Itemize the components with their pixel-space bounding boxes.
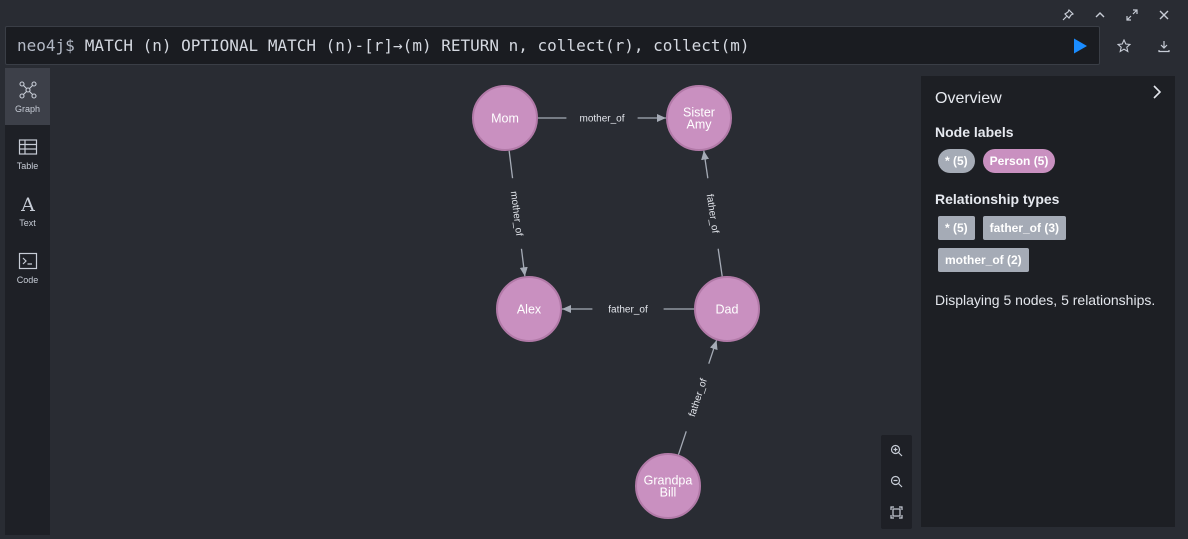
tab-code[interactable]: Code	[5, 239, 50, 296]
node-circle[interactable]	[694, 276, 760, 342]
relationship-types-list: * (5) father_of (3) mother_of (2)	[935, 216, 1161, 272]
tab-text-label: Text	[19, 217, 36, 228]
tab-table-label: Table	[16, 160, 39, 171]
relationship-line[interactable]	[677, 431, 687, 455]
zoom-in-icon[interactable]	[881, 435, 912, 466]
node-caption: Mom	[491, 112, 519, 126]
graph-icon	[18, 80, 37, 99]
relationship-label: mother_of	[579, 114, 624, 125]
query-editor[interactable]: neo4j$ MATCH (n) OPTIONAL MATCH (n)-[r]→…	[5, 26, 1100, 65]
overview-panel: Overview Node labels * (5) Person (5) Re…	[921, 76, 1175, 527]
result-view-tabs: Graph Table A Text Code	[5, 68, 50, 535]
node-label-chip-all[interactable]: * (5)	[938, 149, 975, 173]
fit-to-screen-icon[interactable]	[881, 497, 912, 528]
text-icon: A	[20, 194, 35, 214]
tab-graph[interactable]: Graph	[5, 68, 50, 125]
run-query-icon[interactable]	[1071, 37, 1089, 55]
tab-code-label: Code	[16, 274, 39, 285]
node-caption: Dad	[716, 303, 739, 317]
chevron-up-icon[interactable]	[1084, 6, 1116, 24]
result-summary: Displaying 5 nodes, 5 relationships.	[935, 292, 1156, 308]
relationship-father-of[interactable]: father_of	[562, 305, 694, 316]
window-controls	[1052, 6, 1180, 24]
relationship-arrow[interactable]	[519, 248, 528, 277]
query-text[interactable]: MATCH (n) OPTIONAL MATCH (n)-[r]→(m) RET…	[84, 36, 750, 55]
node-caption: Amy	[687, 118, 713, 132]
relationship-father-of[interactable]: father_of	[677, 340, 718, 455]
editor-actions	[1104, 30, 1184, 62]
favorite-star-icon[interactable]	[1104, 30, 1144, 62]
relationship-types-heading: Relationship types	[935, 191, 1060, 207]
relationship-label: father_of	[608, 305, 648, 316]
node-circle[interactable]	[666, 85, 732, 151]
node-dad[interactable]: Dad	[694, 276, 760, 342]
relationship-label: mother_of	[508, 191, 525, 237]
relationship-father-of[interactable]: father_of	[701, 150, 723, 277]
download-icon[interactable]	[1144, 30, 1184, 62]
node-circle[interactable]	[496, 276, 562, 342]
relationship-label: father_of	[704, 193, 721, 234]
node-labels-list: * (5) Person (5)	[935, 149, 1161, 173]
relationship-line[interactable]	[508, 150, 514, 179]
svg-text:A: A	[20, 194, 35, 214]
node-circle[interactable]	[472, 85, 538, 151]
overview-title: Overview	[935, 90, 1002, 107]
node-labels-heading: Node labels	[935, 124, 1014, 140]
node-circle[interactable]	[635, 453, 701, 519]
node-mom[interactable]: Mom	[472, 85, 538, 151]
node-alex[interactable]: Alex	[496, 276, 562, 342]
zoom-out-icon[interactable]	[881, 466, 912, 497]
close-icon[interactable]	[1148, 6, 1180, 24]
relationship-mother-of[interactable]: mother_of	[538, 114, 666, 125]
node-caption: Alex	[517, 303, 542, 317]
relationship-arrow[interactable]	[701, 150, 710, 179]
maximize-icon[interactable]	[1116, 6, 1148, 24]
code-icon	[18, 252, 37, 269]
node-caption: Grandpa	[644, 474, 693, 488]
relationship-arrow[interactable]	[708, 340, 718, 364]
relationship-line[interactable]	[717, 248, 723, 277]
tab-text[interactable]: A Text	[5, 182, 50, 239]
zoom-controls	[881, 435, 912, 529]
rel-type-chip-father-of[interactable]: father_of (3)	[982, 216, 1067, 240]
relationship-mother-of[interactable]: mother_of	[508, 150, 528, 277]
pin-icon[interactable]	[1052, 6, 1084, 24]
rel-type-chip-all[interactable]: * (5)	[938, 216, 975, 240]
tab-graph-label: Graph	[14, 103, 40, 114]
chevron-right-icon[interactable]	[1149, 84, 1165, 100]
node-label-chip-person[interactable]: Person (5)	[982, 149, 1056, 173]
table-icon	[18, 138, 37, 155]
node-caption: Sister	[683, 106, 715, 120]
relationship-label: father_of	[687, 377, 710, 418]
rel-type-chip-mother-of[interactable]: mother_of (2)	[938, 248, 1029, 272]
node-caption: Bill	[660, 486, 677, 500]
editor-prompt: neo4j$	[17, 36, 75, 55]
tab-table[interactable]: Table	[5, 125, 50, 182]
